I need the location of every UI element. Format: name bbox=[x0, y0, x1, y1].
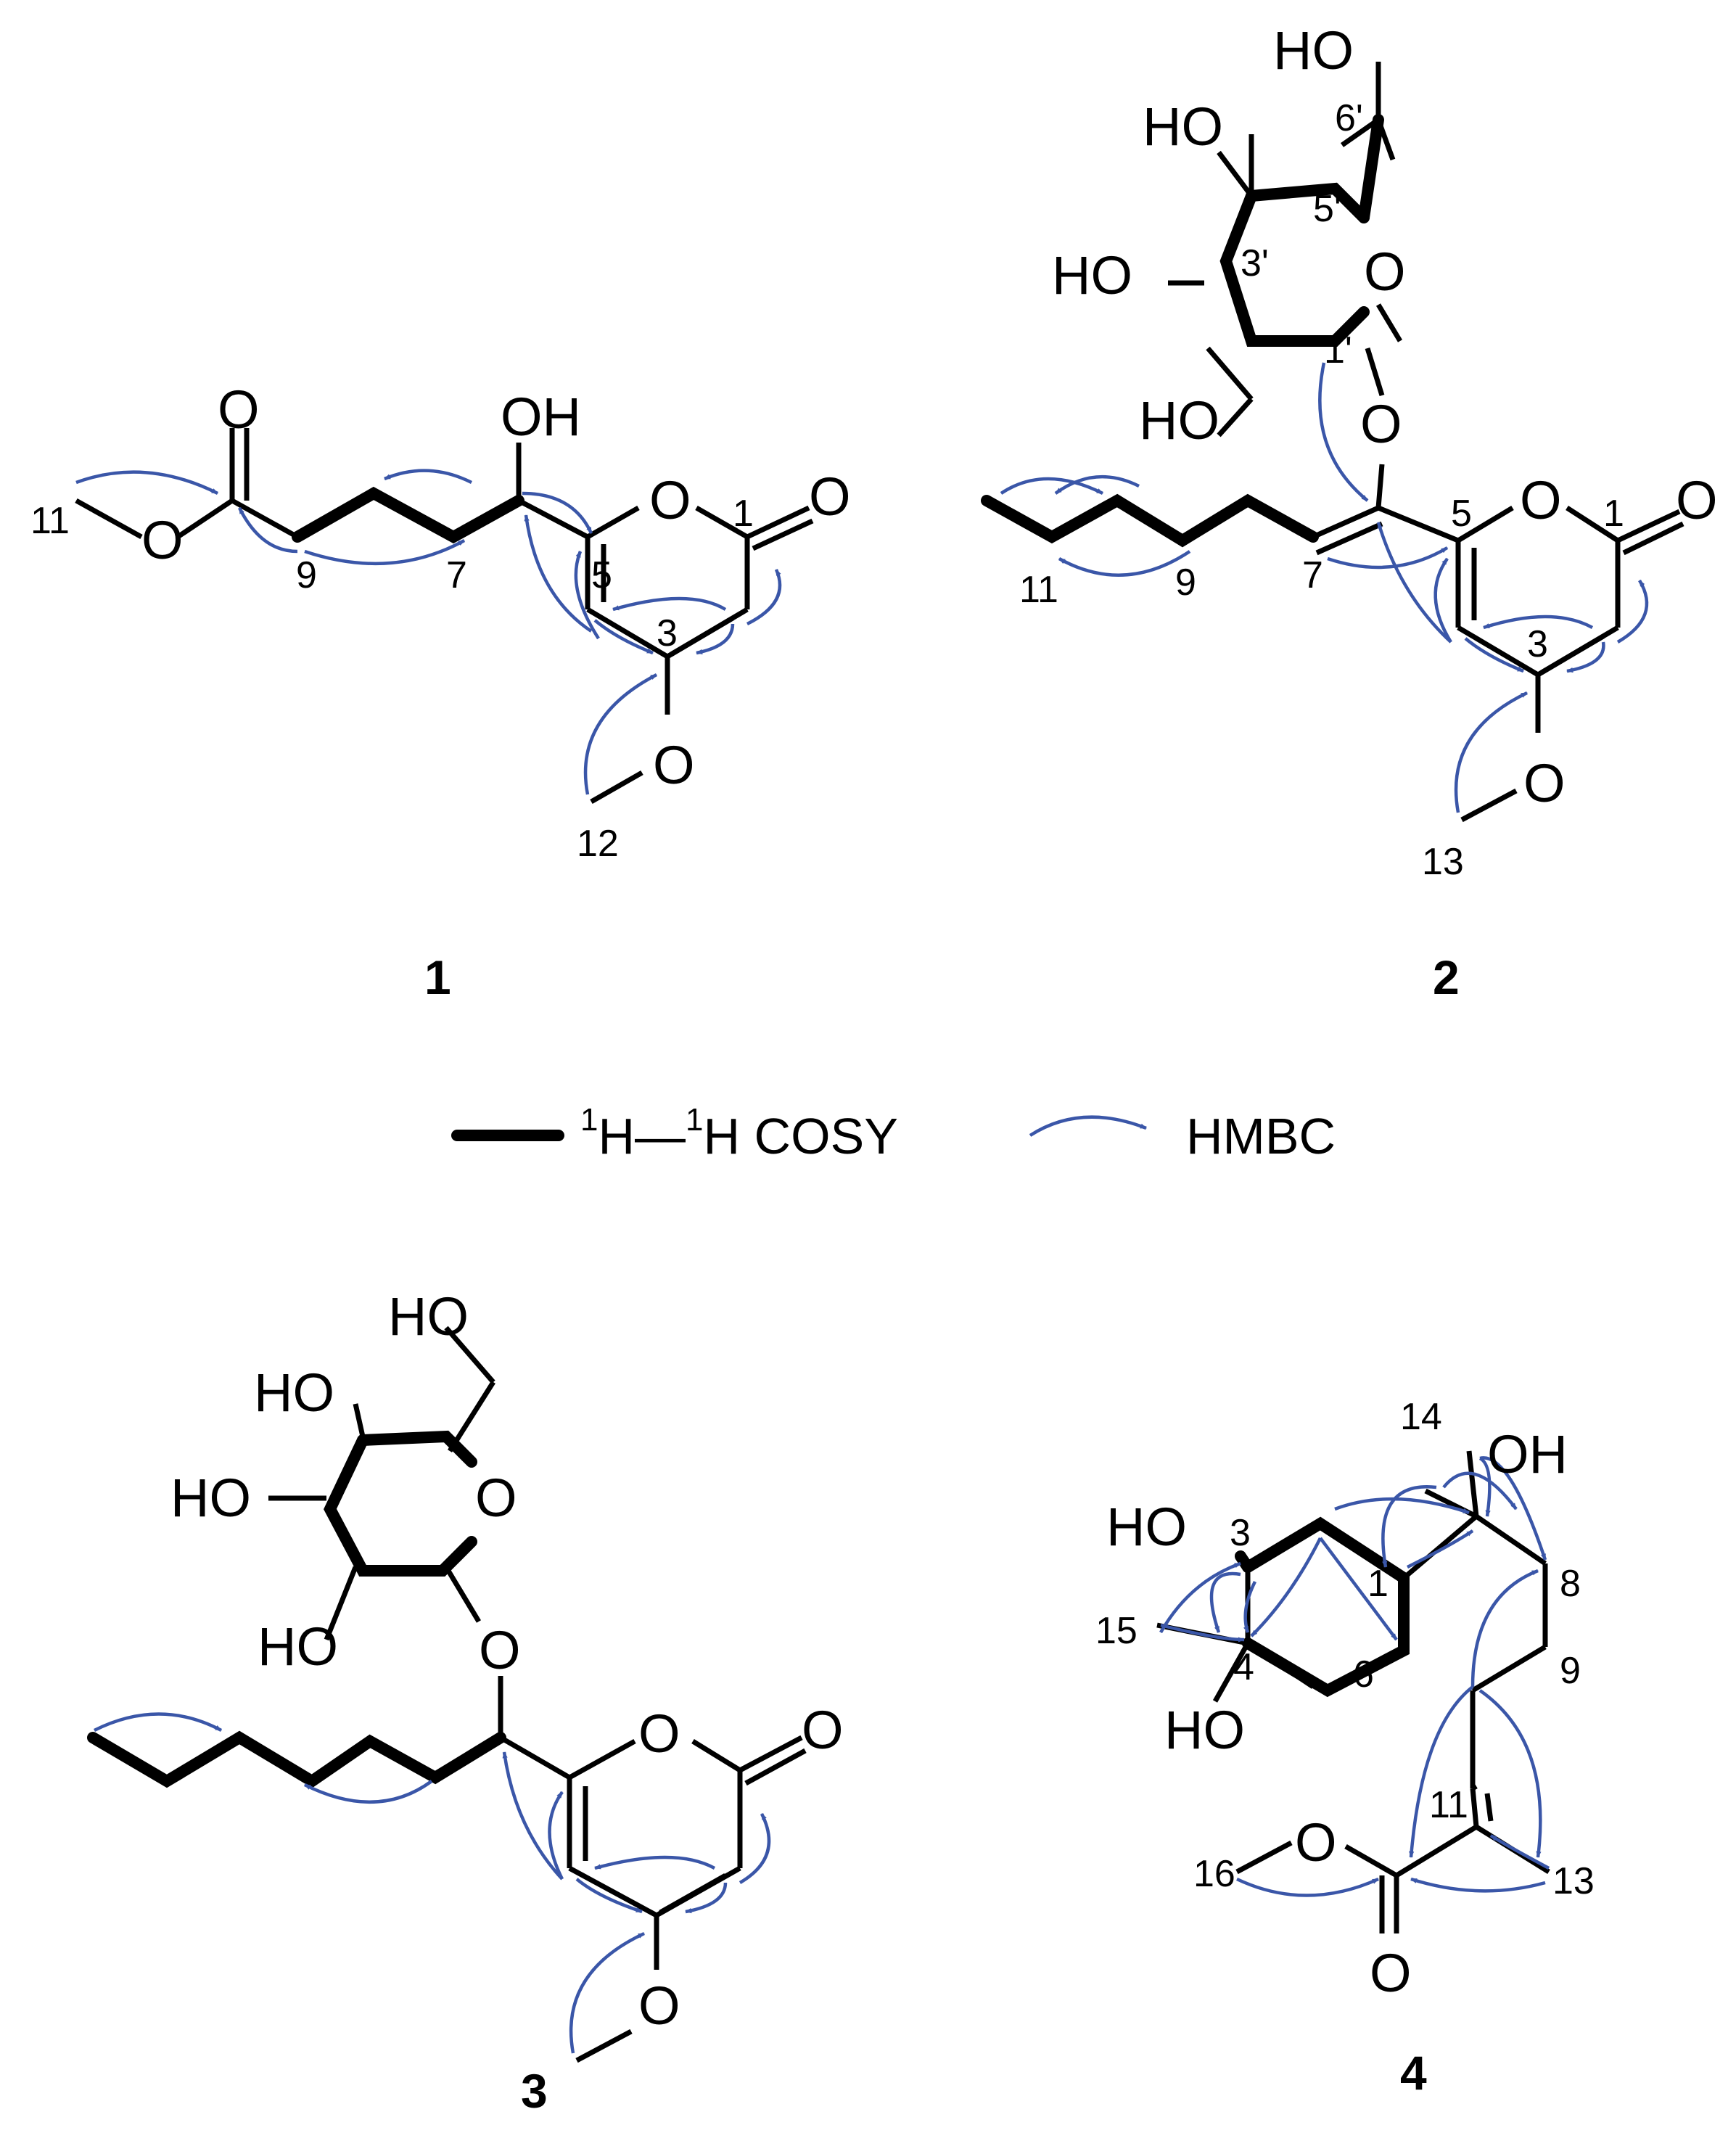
legend: 1H—1H COSY HMBC bbox=[451, 1102, 1336, 1164]
compound-2-hmbc bbox=[1000, 362, 1649, 813]
hydroxyl-label: HO bbox=[258, 1616, 338, 1677]
hydroxyl-label: HO bbox=[1052, 245, 1132, 305]
carbon-number: 7 bbox=[1302, 554, 1323, 596]
compound-3-bonds bbox=[268, 1326, 807, 2063]
compound-label: 3 bbox=[521, 2064, 548, 2118]
compound-1-cosy bbox=[292, 486, 524, 544]
carbon-number: 4 bbox=[1233, 1646, 1254, 1688]
ring-oxygen-label: O bbox=[649, 470, 691, 530]
carbon-number: 5 bbox=[1451, 493, 1472, 535]
carbon-number: 11 bbox=[1019, 569, 1058, 611]
carbon-number: 6 bbox=[1353, 1653, 1374, 1696]
hydroxyl-label: OH bbox=[501, 387, 581, 447]
compound-1: OH O O O O O 1 3 5 7 9 11 12 1 bbox=[30, 379, 851, 1004]
compound-2-numbers: 1 3 5 7 9 11 13 1' 3' 5' 6' bbox=[1019, 97, 1624, 883]
carbon-number: 3 bbox=[1527, 623, 1548, 665]
sugar-ring-oxygen-label: O bbox=[1364, 242, 1406, 302]
glycosidic-oxygen-label: O bbox=[479, 1620, 521, 1680]
carbon-number: 3 bbox=[657, 612, 678, 654]
compound-label: 1 bbox=[424, 950, 451, 1004]
hydroxyl-label: HO bbox=[1143, 96, 1223, 157]
compound-4-numbers: 1 3 4 6 8 9 11 13 14 15 16 bbox=[1095, 1396, 1595, 1902]
hydroxyl-label: HO bbox=[1139, 390, 1219, 451]
carbon-number: 13 bbox=[1422, 841, 1464, 883]
carbon-number: 5 bbox=[591, 554, 612, 596]
ring-oxygen-label: O bbox=[638, 1703, 680, 1764]
hydroxyl-label: HO bbox=[1273, 20, 1354, 81]
compound-3-cosy bbox=[87, 1430, 506, 1788]
hydroxyl-label: HO bbox=[254, 1363, 334, 1423]
ester-carbonyl-oxygen-label: O bbox=[218, 379, 260, 440]
compound-3-atoms: HO HO HO HO O O O O O bbox=[170, 1286, 844, 2036]
carbon-number: 3' bbox=[1241, 242, 1269, 284]
compound-label: 4 bbox=[1400, 2046, 1427, 2100]
ester-oxygen-label: O bbox=[141, 510, 184, 570]
compound-4-hmbc bbox=[1159, 1456, 1550, 1897]
compound-4-cosy bbox=[1235, 1516, 1410, 1698]
hmbc-legend-label: HMBC bbox=[1186, 1108, 1336, 1164]
compound-4: OH HO HO O O 1 3 4 6 8 9 11 13 14 15 16 … bbox=[1095, 1396, 1595, 2100]
carbon-number: 12 bbox=[577, 823, 619, 865]
compound-3-hmbc bbox=[93, 1712, 771, 2054]
carbonyl-oxygen-label: O bbox=[809, 467, 851, 527]
carbon-number: 1 bbox=[1367, 1563, 1389, 1605]
carbon-number: 13 bbox=[1552, 1860, 1595, 1902]
compound-2-cosy bbox=[981, 114, 1384, 548]
carbon-number: 1' bbox=[1324, 329, 1352, 371]
hydroxyl-label: HO bbox=[170, 1468, 251, 1528]
sugar-ring-oxygen-label: O bbox=[475, 1468, 517, 1528]
hydroxyl-label: OH bbox=[1487, 1424, 1568, 1484]
carbon-number: 16 bbox=[1193, 1853, 1235, 1895]
compound-1-atoms: OH O O O O O bbox=[141, 379, 851, 795]
ring-oxygen-label: O bbox=[1520, 470, 1562, 530]
carbonyl-oxygen-label: O bbox=[1370, 1943, 1412, 2003]
hydroxyl-label: HO bbox=[1106, 1497, 1187, 1557]
compound-2-bonds bbox=[985, 62, 1684, 823]
compound-3: HO HO HO HO O O O O O 3 bbox=[87, 1286, 844, 2118]
carbon-number: 11 bbox=[30, 500, 70, 542]
ester-oxygen-label: O bbox=[1295, 1812, 1337, 1873]
glycosidic-oxygen-label: O bbox=[1360, 394, 1402, 454]
compound-1-numbers: 1 3 5 7 9 11 12 bbox=[30, 493, 754, 865]
carbon-number: 6' bbox=[1335, 97, 1363, 139]
compound-4-atoms: OH HO HO O O bbox=[1106, 1424, 1568, 2003]
carbonyl-oxygen-label: O bbox=[802, 1700, 844, 1760]
carbon-number: 8 bbox=[1560, 1563, 1581, 1605]
carbon-number: 15 bbox=[1095, 1610, 1138, 1652]
compound-2-atoms: HO HO HO HO O O O O O bbox=[1052, 20, 1718, 813]
carbon-number: 5' bbox=[1313, 188, 1341, 230]
hydroxyl-label: HO bbox=[1164, 1700, 1245, 1760]
carbon-number: 9 bbox=[1175, 562, 1196, 604]
methoxy-oxygen-label: O bbox=[653, 735, 695, 795]
hydroxyl-label: HO bbox=[388, 1286, 469, 1347]
carbon-number: 14 bbox=[1400, 1396, 1442, 1438]
compound-2: HO HO HO HO O O O O O 1 3 5 7 9 11 13 1'… bbox=[981, 20, 1718, 1004]
cosy-legend-label: 1H—1H COSY bbox=[580, 1102, 898, 1164]
carbon-number: 3 bbox=[1230, 1512, 1251, 1554]
hmbc-legend-arrow bbox=[1029, 1115, 1147, 1137]
compound-1-hmbc bbox=[75, 469, 782, 795]
compound-label: 2 bbox=[1433, 950, 1460, 1004]
carbon-number: 9 bbox=[296, 554, 317, 596]
carbon-number: 1 bbox=[733, 493, 754, 535]
methoxy-oxygen-label: O bbox=[638, 1976, 680, 2036]
carbon-number: 11 bbox=[1429, 1784, 1468, 1826]
methoxy-oxygen-label: O bbox=[1523, 753, 1566, 813]
carbon-number: 9 bbox=[1560, 1650, 1581, 1692]
compound-1-bonds bbox=[75, 428, 814, 805]
carbon-number: 1 bbox=[1603, 493, 1624, 535]
carbonyl-oxygen-label: O bbox=[1676, 470, 1718, 530]
carbon-number: 7 bbox=[446, 554, 467, 596]
